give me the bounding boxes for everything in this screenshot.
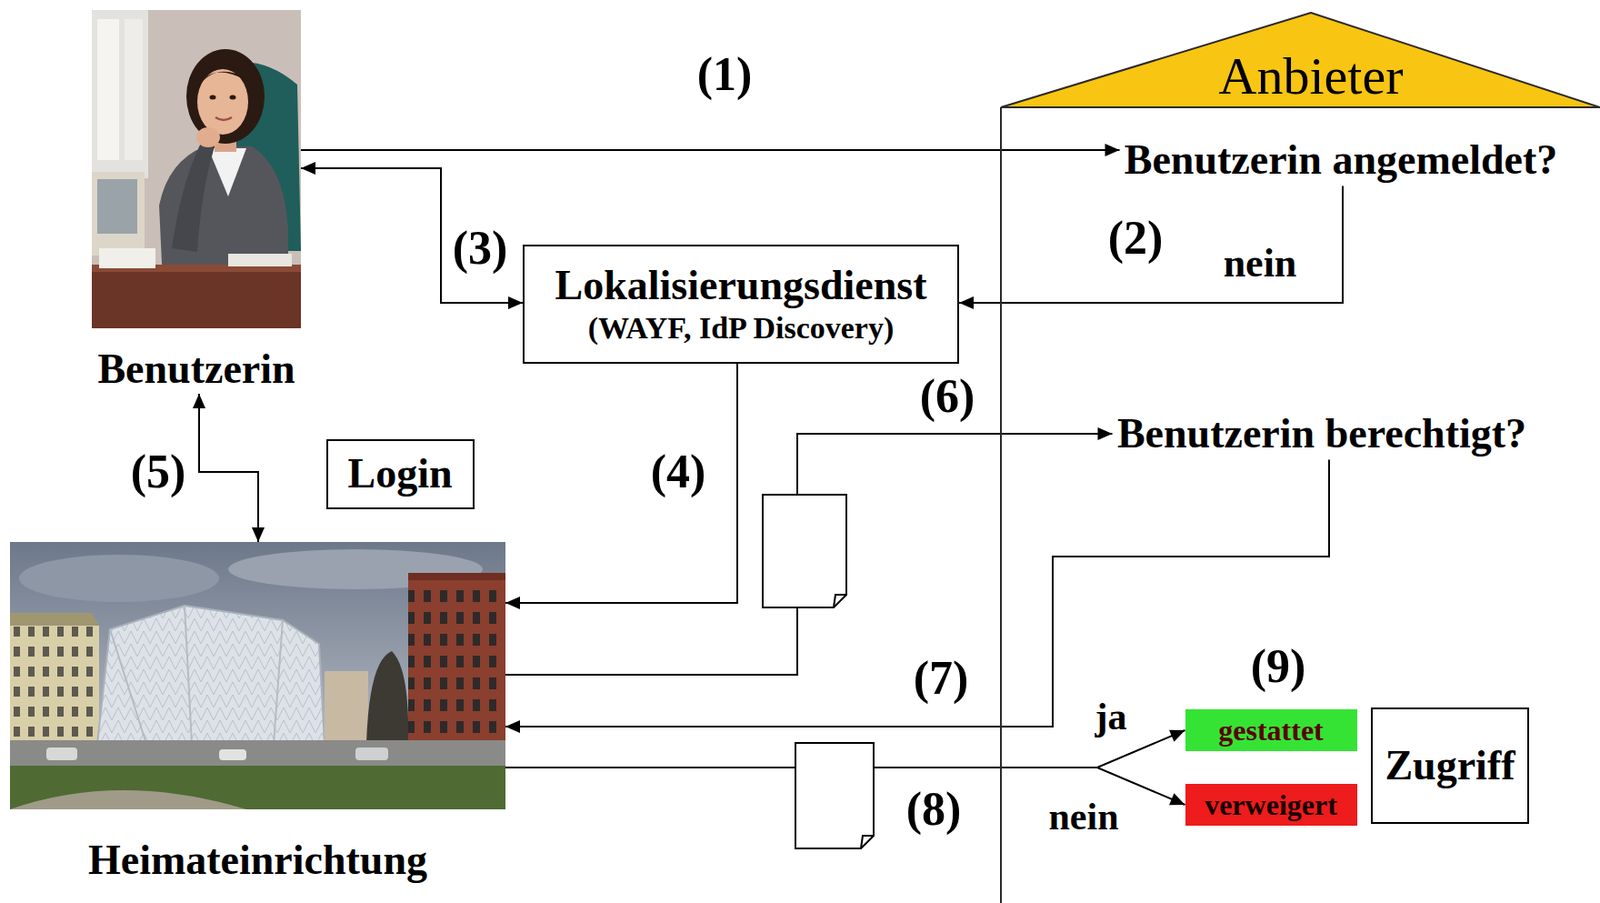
- access-box: Zugriff: [1370, 707, 1530, 824]
- discovery-box: Lokalisierungsdienst(WAYF, IdP Discovery…: [522, 244, 960, 364]
- denied-box: verweigert: [1185, 783, 1358, 826]
- connector-line: [505, 433, 1113, 675]
- arrow-head: [508, 296, 523, 310]
- branch-label: nein: [1220, 240, 1300, 288]
- connector-arrow: [300, 143, 1120, 157]
- connector-line: [505, 460, 1330, 728]
- callout-number: (5): [128, 444, 190, 500]
- callout-number: (2): [1105, 210, 1167, 266]
- connector-arrow: [192, 393, 265, 542]
- service-detail: (WAYF, IdP Discovery): [588, 310, 895, 346]
- institution-name: Heimateinrichtung: [10, 836, 506, 885]
- login-box: Login: [326, 439, 475, 510]
- callout-number: (8): [903, 781, 965, 837]
- status-label: verweigert: [1204, 788, 1338, 822]
- connector-arrow: [505, 460, 1330, 734]
- document-icon: [793, 740, 876, 850]
- connector-line: [199, 393, 259, 542]
- check-question: Benutzerin berechtigt?: [1116, 410, 1529, 459]
- status-label: gestattet: [1218, 713, 1323, 748]
- house-roof: [1000, 12, 1600, 108]
- callout-number: (3): [450, 220, 511, 276]
- house-wall: [1000, 107, 1002, 903]
- arrow-head: [959, 296, 974, 310]
- connector-arrow: [959, 186, 1343, 310]
- arrow-head: [505, 720, 520, 733]
- arrow-head: [192, 393, 206, 409]
- branch-label: nein: [1045, 794, 1121, 839]
- box-label: Zugriff: [1384, 741, 1515, 790]
- granted-box: gestattet: [1185, 709, 1358, 751]
- connector-line: [300, 149, 1120, 151]
- connector-arrow: [505, 363, 738, 610]
- arrow-head: [251, 527, 265, 542]
- connector-arrow: [505, 427, 1113, 675]
- arrow-head: [1169, 792, 1185, 805]
- connector-line: [959, 186, 1343, 304]
- user-figure: Benutzerin: [91, 10, 301, 394]
- branch-label: ja: [1092, 694, 1130, 739]
- callout-number: (9): [1248, 639, 1310, 694]
- check-step: Benutzerin berechtigt?: [1112, 408, 1532, 460]
- connector-line: [505, 363, 738, 604]
- arrow-head: [1098, 427, 1113, 440]
- callout-number: (7): [910, 650, 972, 706]
- arrow-head: [1105, 143, 1120, 157]
- check-step: Benutzerin angemeldet?: [1120, 134, 1563, 187]
- document-icon: [760, 492, 849, 610]
- callout-number: (1): [694, 47, 756, 102]
- institution-photo: [10, 541, 506, 810]
- arrow-head: [300, 161, 316, 175]
- user-name: Benutzerin: [91, 345, 301, 394]
- arrow-head: [505, 596, 520, 610]
- box-label: Login: [347, 450, 452, 499]
- provider-house: AnbieterBenutzerin angemeldet? Benutzerin…: [1000, 11, 1600, 903]
- service-name: Lokalisierungsdienst: [555, 261, 928, 310]
- user-photo: [91, 10, 301, 329]
- provider-title: Anbieter: [1219, 46, 1404, 108]
- check-question: Benutzerin angemeldet?: [1123, 136, 1560, 185]
- callout-number: (4): [648, 444, 710, 500]
- connector-line: [300, 168, 523, 303]
- arrow-head: [1169, 730, 1185, 742]
- callout-number: (6): [917, 369, 979, 424]
- connector-arrow: [300, 161, 523, 310]
- home-institution: Heimateinrichtung: [10, 541, 506, 885]
